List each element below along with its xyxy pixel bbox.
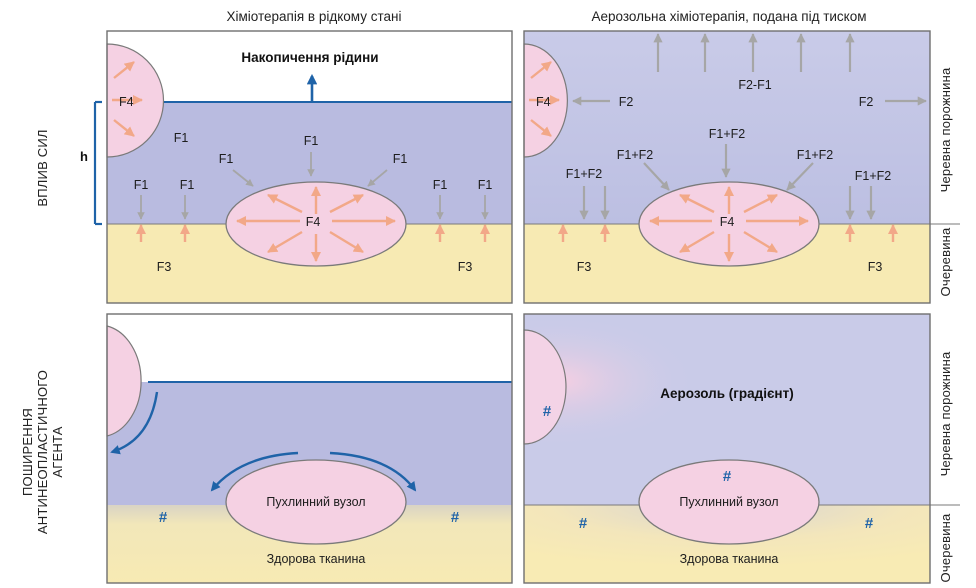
label-f2-minus-f1: F2-F1 — [738, 78, 771, 92]
side-nodule-aerosol-spread — [523, 329, 567, 445]
f2-up-arrows — [572, 33, 927, 220]
label-f3-right: F3 — [458, 260, 473, 274]
row-label-spread-line3: АГЕНТА — [50, 426, 65, 477]
panel-liquid-forces: Накопичення рідини — [106, 30, 513, 304]
label-tissue-liquid: Здорова тканина — [267, 552, 366, 566]
title-fluid-accumulation: Накопичення рідини — [241, 50, 378, 65]
hash-aerosol-right: # — [865, 515, 874, 532]
tumor-nodule-spread — [225, 459, 407, 545]
tumor-nodule-aerosol-spread — [638, 459, 820, 545]
height-bracket: h — [80, 100, 102, 226]
label-f1-d: F1 — [393, 152, 408, 166]
label-f1-h: F1 — [478, 178, 493, 192]
label-f4-nodule-aerosol: F4 — [720, 215, 735, 229]
hash-aerosol-left: # — [579, 515, 588, 532]
label-f4-side: F4 — [119, 95, 134, 109]
flow-arrow-side — [110, 391, 159, 455]
label-f1-f: F1 — [180, 178, 195, 192]
label-f1-e: F1 — [134, 178, 149, 192]
label-cavity-bottom: Черевна порожнина — [938, 351, 953, 476]
panel-liquid-spread: Пухлинний вузол Здорова тканина # # — [106, 313, 513, 584]
label-tissue-aerosol: Здорова тканина — [680, 552, 779, 566]
hash-aerosol-side: # — [543, 403, 552, 420]
label-f4-side-aerosol: F4 — [536, 95, 551, 109]
label-peritoneum-bottom: Очеревина — [938, 513, 953, 583]
flow-arrow-right — [329, 451, 417, 492]
label-nodule-liquid: Пухлинний вузол — [266, 495, 365, 509]
flow-arrow-left — [210, 451, 299, 492]
label-f1-b: F1 — [304, 134, 319, 148]
label-f1f2-far-left: F1+F2 — [566, 167, 603, 181]
row-label-spread-line2: АНТИНЕОПЛАСТИЧНОГО — [35, 370, 50, 534]
label-f3-left: F3 — [157, 260, 172, 274]
f4-arrows-aerosol — [529, 61, 899, 263]
label-peritoneum-top: Очеревина — [938, 227, 953, 297]
label-f1f2-top: F1+F2 — [709, 127, 746, 141]
f4-arrows — [112, 61, 491, 263]
label-nodule-aerosol: Пухлинний вузол — [679, 495, 778, 509]
row-label-spread: ПОШИРЕННЯ АНТИНЕОПЛАСТИЧНОГО АГЕНТА — [20, 370, 65, 534]
f1-arrows — [137, 152, 489, 220]
row-label-forces: ВПЛИВ СИЛ — [35, 129, 50, 206]
label-f4-nodule: F4 — [306, 215, 321, 229]
label-f1-c: F1 — [219, 152, 234, 166]
panel-aerosol-forces: F4 F4 F2 F2 F2-F1 F1+F2 F1+F2 F1+F2 F1+F… — [523, 30, 960, 304]
row-label-spread-line1: ПОШИРЕННЯ — [20, 408, 35, 496]
hash-liquid-right: # — [451, 509, 460, 526]
label-f1f2-right: F1+F2 — [797, 148, 834, 162]
header-liquid: Хіміотерапія в рідкому стані — [227, 9, 402, 24]
header-aerosol: Аерозольна хіміотерапія, подана під тиск… — [591, 9, 866, 24]
label-f1f2-left: F1+F2 — [617, 148, 654, 162]
title-aerosol-gradient: Аерозоль (градієнт) — [660, 386, 793, 401]
label-f3-right-aerosol: F3 — [868, 260, 883, 274]
label-cavity-top: Черевна порожнина — [938, 67, 953, 192]
label-f1-a: F1 — [174, 131, 189, 145]
label-f2-right: F2 — [859, 95, 874, 109]
label-f3-left-aerosol: F3 — [577, 260, 592, 274]
height-label: h — [80, 149, 88, 164]
label-f1f2-far-right: F1+F2 — [855, 169, 892, 183]
label-f1-g: F1 — [433, 178, 448, 192]
panel-aerosol-spread: Аерозоль (градієнт) Пухлинний вузол Здор… — [523, 313, 960, 584]
hash-liquid-left: # — [159, 509, 168, 526]
label-f2-left: F2 — [619, 95, 634, 109]
side-nodule-spread — [106, 325, 142, 437]
hash-aerosol-nodule: # — [723, 468, 732, 485]
